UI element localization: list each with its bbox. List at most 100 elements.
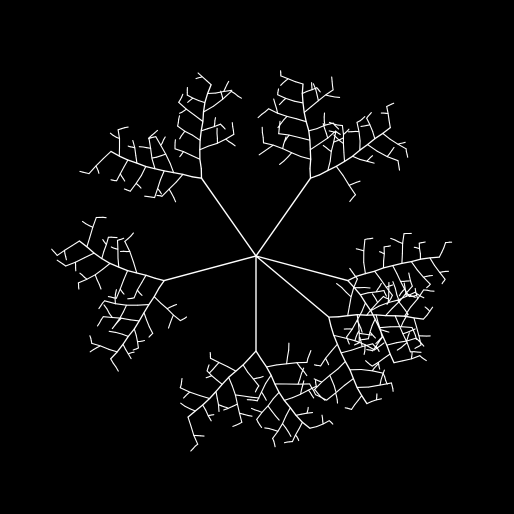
arm-branch-twig-twig: [338, 132, 341, 135]
arm-branch-twig: [102, 262, 111, 270]
arm-branch-twig: [405, 285, 413, 295]
arm-branch-twig: [309, 143, 320, 151]
arm-branch: [327, 165, 337, 172]
arm-branch-twig-twig: [385, 293, 387, 297]
arm-branch-twig-twig: [335, 395, 338, 401]
arm-branch-twig-twig: [348, 183, 354, 186]
arm-branch-twig: [330, 343, 338, 352]
arm-branch-twig-twig: [205, 376, 209, 379]
arm-branch-twig-twig: [408, 272, 411, 279]
arm-branch: [187, 410, 196, 418]
arm-branch-twig: [129, 182, 137, 192]
arm-branch: [375, 314, 387, 317]
arm-branch-twig-twig: [232, 424, 237, 427]
arm-branch-twig: [320, 357, 327, 367]
arm-branch-twig-twig: [223, 407, 229, 411]
arm-branch-twig-twig: [271, 410, 276, 417]
arm-branch-twig: [429, 257, 436, 266]
arm-branch-twig-twig: [392, 281, 396, 289]
arm-branch-twig: [399, 280, 406, 290]
arm-branch-twig-twig: [260, 111, 266, 116]
arm-branch-twig-twig: [171, 314, 174, 320]
arm-branch-twig-twig: [420, 342, 425, 347]
arm-branch-twig: [374, 270, 382, 280]
arm-branch-twig-twig: [274, 103, 278, 109]
arm-branch-twig: [410, 298, 419, 308]
arm-branch-twig-twig: [141, 339, 146, 342]
arm-branch-twig: [287, 78, 296, 83]
arm-branch: [278, 391, 285, 402]
arm-branch-twig-twig: [410, 328, 416, 332]
arm-branch: [248, 350, 257, 359]
arm-branch-twig: [227, 366, 237, 372]
arm-branch-twig-twig: [286, 349, 290, 358]
arm-branch-twig: [117, 257, 120, 268]
arm-branch-twig: [386, 105, 389, 115]
arm-branch-twig: [306, 412, 314, 414]
arm-branch: [265, 366, 272, 376]
arm-branch-twig-twig: [313, 390, 316, 395]
arm-branch-twig: [333, 334, 345, 339]
arm-branch-twig: [247, 371, 254, 380]
arm-branch-twig-twig: [278, 101, 283, 106]
arm-branch-twig-twig: [151, 132, 156, 136]
arm-branch-twig: [260, 382, 267, 393]
arm-branch-twig: [88, 165, 97, 175]
arm-branch-twig-twig: [409, 276, 412, 283]
arm-branch-twig: [286, 115, 298, 120]
arm-branch-twig: [277, 423, 284, 432]
arm-branch-twig-twig: [329, 95, 336, 98]
arm-branch-twig: [379, 329, 383, 338]
arm-branch-twig-twig: [365, 360, 369, 364]
arm-branch-twig: [212, 98, 224, 107]
arm-branch-twig: [140, 165, 147, 176]
arm-branch-twig: [84, 252, 95, 259]
arm-branch-twig-twig: [359, 336, 362, 342]
arm-branch-twig-twig: [315, 394, 320, 397]
arm-branch: [308, 130, 311, 141]
arm-branch-twig-twig: [441, 281, 444, 285]
arm-branch-twig-twig: [404, 286, 407, 293]
arm-6: [255, 255, 435, 410]
arm-branch-twig: [356, 314, 360, 325]
arm-branch-twig: [56, 249, 66, 256]
arm-branch-twig: [371, 361, 379, 367]
arm-branch-twig: [197, 72, 203, 78]
arm-branch-twig-twig: [407, 332, 410, 337]
arm-branch-twig: [174, 148, 185, 153]
arm-branch-twig: [159, 170, 165, 181]
arm-branch-twig-twig: [347, 341, 350, 345]
arm-branch-twig: [281, 415, 287, 425]
arm-branch-twig: [330, 141, 335, 153]
arm-branch-twig: [429, 306, 434, 312]
arm-branch-twig-twig: [234, 92, 239, 97]
arm-branch-twig-twig: [212, 365, 217, 371]
arm-branch-twig: [133, 289, 138, 299]
arm-branch-twig-twig: [355, 333, 358, 338]
arm-branch-twig: [439, 271, 446, 280]
arm-branch-twig-twig: [415, 291, 418, 296]
arm-branch-twig-twig: [408, 294, 413, 297]
arm-branch-twig-twig: [398, 292, 402, 297]
arm-branch-twig: [342, 174, 350, 186]
arm-branch-twig-twig: [187, 100, 190, 103]
arm-branch-twig-twig: [169, 318, 173, 325]
arm-branch-twig: [361, 343, 374, 348]
arm-branch-twig-twig: [413, 330, 416, 336]
arm-branch-twig-twig: [322, 144, 327, 148]
arm-branch-twig: [132, 139, 136, 149]
arm-branch-twig: [351, 155, 361, 160]
arm-branch: [343, 155, 354, 163]
arm-branch-twig-twig: [225, 138, 230, 143]
arm-branch: [191, 176, 203, 179]
arm-branch-twig: [308, 128, 318, 132]
arm-branch-twig-twig: [354, 336, 357, 342]
arm-branch-twig: [202, 105, 215, 113]
arm-branch-twig-twig: [257, 410, 263, 413]
arm-branch-twig: [161, 188, 170, 197]
arm-trunk: [255, 255, 330, 318]
arm-branch-twig: [380, 278, 387, 288]
arm-branch: [154, 277, 165, 282]
arm-branch: [127, 328, 135, 338]
arm-branch: [122, 335, 129, 345]
